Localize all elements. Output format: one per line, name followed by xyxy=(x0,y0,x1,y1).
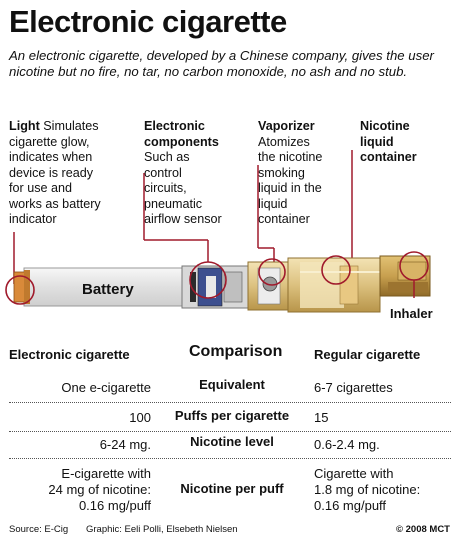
callout-nicotine-heading-0: Nicotine xyxy=(360,119,410,133)
comparison-left-header: Electronic cigarette xyxy=(9,347,130,362)
comparison-row-2-label: Nicotine level xyxy=(190,434,274,449)
callout-components: Electronic components Such as control ci… xyxy=(144,119,259,228)
comparison-row-0-right-line-0: 6-7 cigarettes xyxy=(314,380,393,395)
comparison-row-0-right: 6-7 cigarettes xyxy=(314,380,393,396)
comparison-row-3-left-line-2: 0.16 mg/puff xyxy=(78,498,151,513)
comparison-right-header: Regular cigarette xyxy=(314,347,421,362)
page-title: Electronic cigarette xyxy=(9,4,287,39)
callout-components-heading-0: Electronic xyxy=(144,119,205,133)
callout-components-text-0: Such as xyxy=(144,150,190,164)
battery-label: Battery xyxy=(82,281,134,298)
comparison-row-3-right: Cigarette with 1.8 mg of nicotine: 0.16 … xyxy=(314,466,420,514)
comparison-row-1-left-line-0: 100 xyxy=(129,410,151,425)
callout-light-text-0: Simulates xyxy=(39,119,99,133)
callout-light-text-2: indicates when xyxy=(9,150,93,164)
comparison-row-3-label: Nicotine per puff xyxy=(180,481,284,496)
callout-components-heading-1: components xyxy=(144,134,219,149)
row-divider xyxy=(9,458,451,459)
callout-vaporizer-heading: Vaporizer xyxy=(258,119,315,133)
comparison-row-0-left-line-0: One e-cigarette xyxy=(61,380,151,395)
comparison-row-1-right-line-0: 15 xyxy=(314,410,329,425)
comparison-row-3-left-line-1: 24 mg of nicotine: xyxy=(48,482,151,497)
row-divider xyxy=(9,431,451,432)
callout-light-text-1: cigarette glow, xyxy=(9,134,90,149)
callout-light: Light Simulates cigarette glow, indicate… xyxy=(9,119,139,228)
callout-vaporizer-text-5: container xyxy=(258,212,310,226)
comparison-row-1-left: 100 xyxy=(9,410,151,426)
callout-vaporizer-text-1: the nicotine xyxy=(258,150,323,164)
row-divider xyxy=(9,402,451,403)
callout-light-text-4: for use and xyxy=(9,181,73,195)
callout-vaporizer-text-4: liquid xyxy=(258,196,288,211)
comparison-row-2-right-line-0: 0.6-2.4 mg. xyxy=(314,437,380,452)
callout-vaporizer-text-0: Atomizes xyxy=(258,134,310,149)
battery-body xyxy=(23,267,183,307)
page-subtitle: An electronic cigarette, developed by a … xyxy=(9,48,434,79)
callout-nicotine-heading-2: container xyxy=(360,150,417,164)
callout-components-text-4: airflow sensor xyxy=(144,212,222,226)
callout-light-line-0: Light Simulates xyxy=(9,119,139,135)
comparison-row-2-left: 6-24 mg. xyxy=(9,437,151,453)
comparison-row-3-right-line-2: 0.16 mg/puff xyxy=(314,498,387,513)
callout-light-heading: Light xyxy=(9,119,40,133)
comparison-row-3-right-line-1: 1.8 mg of nicotine: xyxy=(314,482,421,497)
comparison-row-2-left-line-0: 6-24 mg. xyxy=(99,437,151,452)
inhaler-label: Inhaler xyxy=(390,306,433,321)
comparison-row-3-left: E-cigarette with 24 mg of nicotine: 0.16… xyxy=(9,466,151,514)
callout-components-text-1: control xyxy=(144,165,182,180)
footer-copyright: © 2008 MCT xyxy=(396,524,450,535)
callout-light-text-5: works as battery xyxy=(9,196,101,211)
footer-graphic-credit: Graphic: Eeli Polli, Elsebeth Nielsen xyxy=(86,524,238,535)
comparison-row-2-right: 0.6-2.4 mg. xyxy=(314,437,380,453)
callout-nicotine-heading-1: liquid xyxy=(360,134,394,149)
callout-light-text-6: indicator xyxy=(9,212,57,226)
comparison-row-0-label: Equivalent xyxy=(199,377,265,392)
callout-components-text-2: circuits, xyxy=(144,181,187,195)
comparison-title: Comparison xyxy=(189,343,283,360)
callout-vaporizer-text-3: liquid in the xyxy=(258,181,322,195)
callout-light-text-3: device is ready xyxy=(9,165,93,180)
comparison-row-3-right-line-0: Cigarette with xyxy=(314,466,394,481)
callout-vaporizer-text-2: smoking xyxy=(258,165,305,180)
comparison-row-0-left: One e-cigarette xyxy=(9,380,151,396)
comparison-row-1-right: 15 xyxy=(314,410,328,426)
comparison-row-1-label: Puffs per cigarette xyxy=(174,408,290,423)
highlight-circles xyxy=(5,251,429,305)
callout-leader-lines xyxy=(13,150,353,284)
footer-source: Source: E-Cig xyxy=(9,524,69,535)
callout-vaporizer: Vaporizer Atomizes the nicotine smoking … xyxy=(258,119,350,228)
comparison-row-3-left-line-0: E-cigarette with xyxy=(61,466,151,481)
callout-nicotine: Nicotine liquid container xyxy=(360,119,456,166)
callout-components-text-3: pneumatic xyxy=(144,196,203,211)
